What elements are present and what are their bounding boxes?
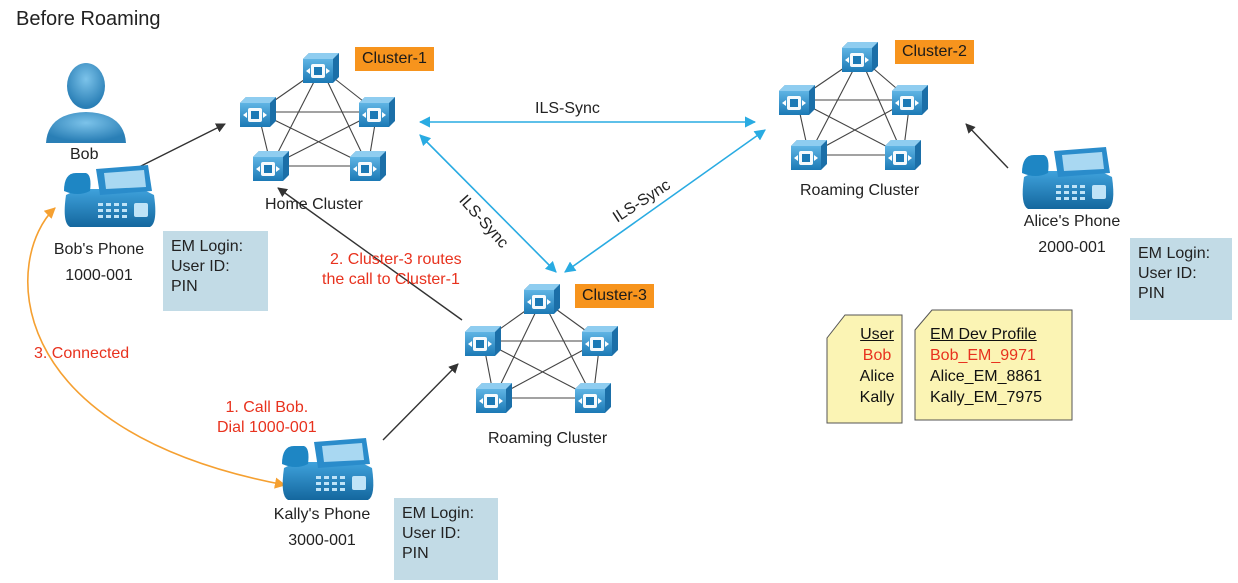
home-cluster-label: Home Cluster <box>265 196 363 213</box>
profile-card-header: EM Dev Profile <box>930 326 1037 343</box>
user-card: User Bob Alice Kally <box>840 318 906 408</box>
switch-icon <box>350 151 386 181</box>
profile-card-row: Alice_EM_8861 <box>930 368 1043 385</box>
cluster-2-label: Roaming Cluster <box>800 182 920 199</box>
alice-phone-number: 2000-001 <box>1038 239 1106 256</box>
user-card-row: Kally <box>859 389 895 406</box>
kally-phone-name: Kally's Phone <box>273 506 371 523</box>
person-icon <box>46 63 126 143</box>
kally-phone-to-cluster3-arrow <box>382 363 459 441</box>
kally-phone-label: Kally's Phone 3000-001 <box>262 502 382 554</box>
cluster-1-mesh-line <box>270 67 322 167</box>
ip-phone-icon <box>282 438 374 500</box>
profile-card-row: Bob_EM_9971 <box>930 347 1036 364</box>
em-user-id-label: User ID: <box>1138 265 1197 282</box>
user-card-shape <box>826 314 903 424</box>
bob-phone-number: 1000-001 <box>65 267 133 284</box>
ils-sync-link-left <box>419 134 557 273</box>
alice-phone-label: Alice's Phone 2000-001 <box>1014 209 1130 261</box>
alice-phone-to-cluster2-arrow <box>965 123 1009 169</box>
step-3-note: 3. Connected <box>34 345 130 362</box>
ip-phones <box>64 147 1114 500</box>
profile-card-shape <box>914 309 1073 421</box>
cluster-1-tag: Cluster-1 <box>355 47 434 71</box>
em-login-label: EM Login: <box>1138 245 1211 262</box>
cluster-3-mesh-line <box>541 298 594 399</box>
switch-icon <box>575 383 611 413</box>
switch-icon <box>892 85 928 115</box>
cluster-3-label: Roaming Cluster <box>488 430 608 447</box>
switch-icon <box>303 53 339 83</box>
step-2-line-2: the call to Cluster-1 <box>322 271 460 288</box>
em-login-label: EM Login: <box>402 505 475 522</box>
kally-phone-number: 3000-001 <box>288 532 356 549</box>
cluster-3-mesh-line <box>482 340 594 399</box>
ils-sync-link-right <box>564 129 766 273</box>
switch-icon <box>465 326 501 356</box>
profile-card: EM Dev Profile Bob_EM_9971 Alice_EM_8861… <box>922 318 1070 408</box>
cluster-1-mesh-line <box>320 67 369 167</box>
switch-icon <box>779 85 815 115</box>
step-1-line-1: 1. Call Bob. <box>225 399 309 416</box>
switch-icon <box>842 42 878 72</box>
switch-icon <box>476 383 512 413</box>
user-card-row: Bob <box>862 347 892 364</box>
cluster-3-mesh-line <box>493 298 543 399</box>
bob-phone-name: Bob's Phone <box>53 241 145 258</box>
cluster-2-mesh-line <box>808 56 861 156</box>
bob-phone-to-home-arrow <box>132 123 226 171</box>
user-card-header: User <box>860 326 894 343</box>
ip-phone-icon <box>1022 147 1114 209</box>
ils-sync-label-top: ILS-Sync <box>535 100 600 117</box>
em-pin-label: PIN <box>402 545 429 562</box>
cluster-2-mesh-line <box>859 56 904 156</box>
alice-phone-name: Alice's Phone <box>1023 213 1121 230</box>
bob-phone-label: Bob's Phone 1000-001 <box>43 237 155 289</box>
switch-icon <box>253 151 289 181</box>
cluster3-to-home-arrow <box>277 187 463 321</box>
step-1-note: 1. Call Bob. Dial 1000-001 <box>217 398 317 438</box>
switch-icon <box>524 284 560 314</box>
connected-arc <box>27 207 287 489</box>
step-1-line-2: Dial 1000-001 <box>217 419 317 436</box>
user-card-row: Alice <box>859 368 895 385</box>
step-2-line-1: 2. Cluster-3 routes <box>330 251 462 268</box>
em-login-label: EM Login: <box>171 238 244 255</box>
profile-card-row: Kally_EM_7975 <box>930 389 1043 406</box>
cluster-3-tag: Cluster-3 <box>575 284 654 308</box>
switch-icon <box>791 140 827 170</box>
switch-icon <box>240 97 276 127</box>
alice-em-login-box: EM Login: User ID: PIN <box>1130 238 1232 320</box>
bob-em-login-box: EM Login: User ID: PIN <box>163 231 268 311</box>
em-pin-label: PIN <box>171 278 198 295</box>
switch-icon <box>885 140 921 170</box>
ip-phone-icon <box>64 165 156 227</box>
switch-icon <box>359 97 395 127</box>
em-pin-label: PIN <box>1138 285 1165 302</box>
page-title: Before Roaming <box>16 8 161 30</box>
bob-user-label: Bob <box>70 146 99 163</box>
cluster-1-mesh-line <box>257 111 369 167</box>
step-2-note: 2. Cluster-3 routes the call to Cluster-… <box>322 250 462 290</box>
kally-em-login-box: EM Login: User ID: PIN <box>394 498 498 580</box>
cluster-2-tag: Cluster-2 <box>895 40 974 64</box>
em-user-id-label: User ID: <box>171 258 230 275</box>
switch-icon <box>582 326 618 356</box>
em-user-id-label: User ID: <box>402 525 461 542</box>
cluster-switches <box>240 42 928 413</box>
